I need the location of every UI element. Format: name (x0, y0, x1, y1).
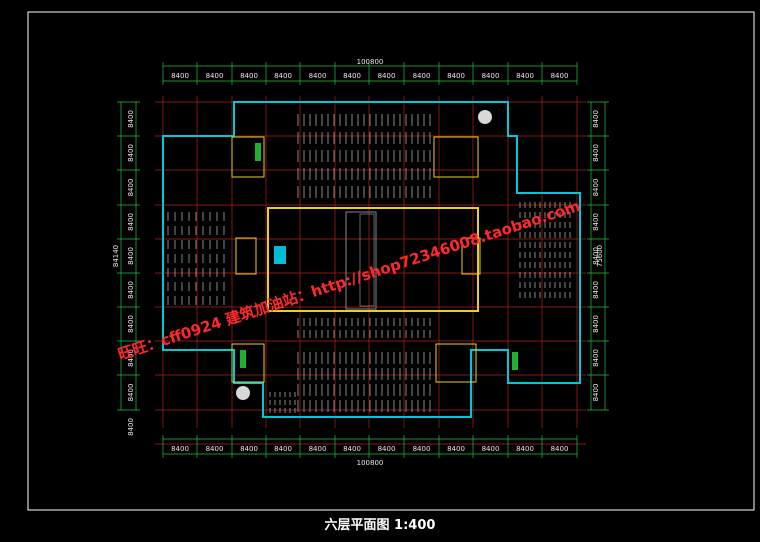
overall-dim-bottom: 100800 (357, 459, 384, 467)
bay-dim-bottom: 8400 (447, 445, 465, 453)
bay-dim-right: 8400 (592, 384, 600, 402)
bay-dim-left: 8400 (127, 281, 135, 299)
bay-dim-right: 8400 (592, 110, 600, 128)
bay-dim-left: 8400 (127, 144, 135, 162)
escalator (359, 213, 375, 307)
bay-dim-top: 8400 (240, 72, 258, 80)
bay-dim-top: 8400 (274, 72, 292, 80)
bay-dim-bottom: 8400 (378, 445, 396, 453)
bay-dim-top: 8400 (447, 72, 465, 80)
bay-dim-right: 8400 (592, 281, 600, 299)
watermark-text: 旺旺：cff0924 建筑加油站：http://shop72346008.tao… (116, 197, 583, 364)
plant-symbols (236, 110, 492, 400)
overall-dim-top: 100800 (357, 58, 384, 66)
overall-dim-right: 75600 (596, 245, 604, 267)
bay-dim-bottom: 8400 (171, 445, 189, 453)
core-highlight (274, 246, 286, 264)
bay-dim-bottom: 8400 (482, 445, 500, 453)
bay-dim-left: 8400 (127, 384, 135, 402)
bay-dim-top: 8400 (171, 72, 189, 80)
reading-desks (167, 114, 571, 413)
bay-dim-right: 8400 (592, 179, 600, 197)
bay-dim-right: 8400 (592, 349, 600, 367)
bay-dim-bottom: 8400 (343, 445, 361, 453)
atrium-inner (345, 211, 377, 310)
building-outline (162, 101, 581, 418)
drawing-frame (27, 11, 755, 511)
bay-dim-top: 8400 (413, 72, 431, 80)
bay-dim-bottom: 8400 (274, 445, 292, 453)
core-areas (231, 136, 481, 383)
bay-dim-bottom: 8400 (309, 445, 327, 453)
bay-dim-top: 8400 (343, 72, 361, 80)
bay-dim-bottom: 8400 (240, 445, 258, 453)
dimension-lines (117, 62, 609, 458)
atrium-void (267, 207, 479, 312)
bay-dim-bottom: 8400 (551, 445, 569, 453)
bay-dim-left: 8400 (127, 213, 135, 231)
bay-dim-top: 8400 (206, 72, 224, 80)
bay-dim-left: 8400 (127, 247, 135, 265)
bay-dim-top: 8400 (482, 72, 500, 80)
bay-dim-bottom: 8400 (206, 445, 224, 453)
bay-dim-left: 8400 (127, 110, 135, 128)
bay-dim-right: 8400 (592, 315, 600, 333)
bay-dim-top: 8400 (551, 72, 569, 80)
bay-dim-bottom: 8400 (516, 445, 534, 453)
bay-dim-left: 8400 (127, 179, 135, 197)
bay-dim-top: 8400 (378, 72, 396, 80)
bay-dim-top: 8400 (309, 72, 327, 80)
bay-dim-left: 8400 (127, 315, 135, 333)
stairs (240, 143, 518, 370)
bay-dim-right: 8400 (592, 247, 600, 265)
drawing-title: 六层平面图 1:400 (324, 518, 436, 533)
bay-dim-top: 8400 (516, 72, 534, 80)
bay-dim-right: 8400 (592, 144, 600, 162)
overall-dim-left: 84140 (112, 245, 120, 267)
bay-dim-left: 8400 (127, 418, 135, 436)
bay-dim-right: 8400 (592, 213, 600, 231)
bay-dim-left: 8400 (127, 349, 135, 367)
axis-grid (155, 96, 586, 445)
bay-dim-bottom: 8400 (413, 445, 431, 453)
